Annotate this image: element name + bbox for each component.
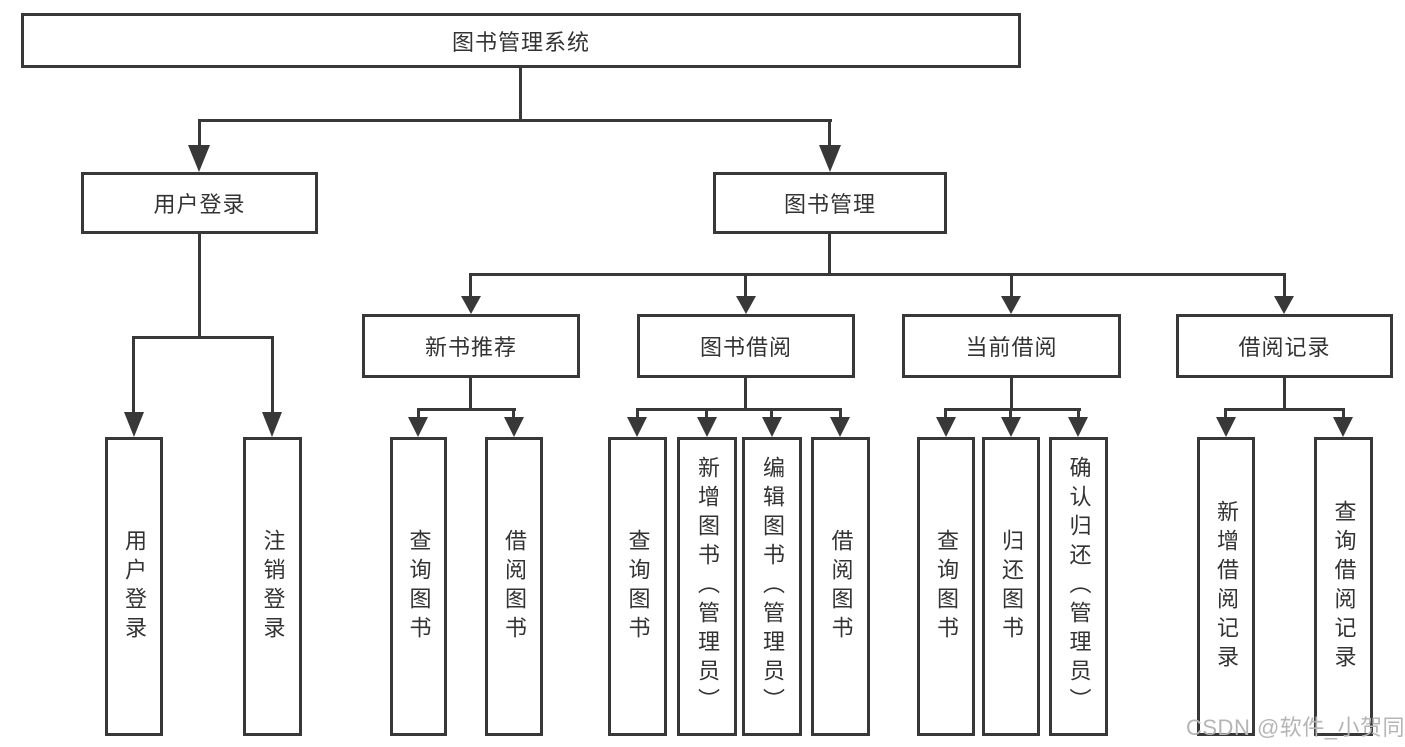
arrow-down-icon: [1001, 417, 1021, 437]
connector-line: [198, 119, 201, 146]
watermark: CSDN @软件_小贺同学: [1186, 715, 1405, 740]
connector-line: [1010, 273, 1013, 296]
arrow-down-icon: [1068, 417, 1088, 437]
connector-line: [132, 336, 135, 412]
leaf-query-books-newbook: 查询图书: [390, 437, 447, 736]
connector-line: [944, 408, 1081, 411]
connector-line: [132, 336, 274, 339]
connector-line: [1283, 273, 1286, 296]
leaf-add-borrow-record: 新增借阅记录: [1197, 437, 1255, 736]
connector-line: [1342, 408, 1345, 419]
connector-line: [744, 273, 747, 296]
arrow-down-icon: [1216, 417, 1236, 437]
connector-line: [469, 273, 472, 296]
connector-line: [198, 119, 832, 122]
connector-line: [828, 119, 831, 146]
connector-line: [636, 408, 842, 411]
connector-line: [519, 68, 522, 119]
connector-line: [839, 408, 842, 419]
node-new-book-recommendation: 新书推荐: [362, 314, 580, 378]
connector-line: [636, 408, 639, 419]
leaf-add-books-admin: 新增图书（管理员）: [677, 437, 737, 736]
connector-line: [198, 234, 201, 336]
arrow-down-icon: [504, 417, 524, 437]
connector-line: [744, 378, 747, 408]
node-borrowing-records: 借阅记录: [1176, 314, 1393, 378]
connector-line: [1010, 378, 1013, 408]
connector-line: [1077, 408, 1080, 419]
arrow-down-icon: [188, 145, 210, 172]
connector-line: [1283, 378, 1286, 408]
connector-line: [512, 408, 515, 419]
leaf-confirm-return-admin: 确认归还（管理员）: [1049, 437, 1108, 736]
arrow-down-icon: [830, 417, 850, 437]
connector-line: [705, 408, 708, 419]
leaf-query-books-borrowing: 查询图书: [608, 437, 667, 736]
leaf-borrow-books-newbook: 借阅图书: [485, 437, 543, 736]
arrow-down-icon: [819, 145, 841, 172]
connector-line: [469, 378, 472, 408]
connector-line: [417, 408, 420, 419]
leaf-query-books-current: 查询图书: [917, 437, 975, 736]
connector-line: [828, 234, 831, 273]
node-book-borrowing: 图书借阅: [637, 314, 855, 378]
arrow-down-icon: [124, 412, 144, 437]
leaf-return-books: 归还图书: [982, 437, 1040, 736]
leaf-edit-books-admin: 编辑图书（管理员）: [742, 437, 802, 736]
leaf-query-borrow-record: 查询借阅记录: [1314, 437, 1373, 736]
arrow-down-icon: [697, 417, 717, 437]
node-user-login: 用户登录: [81, 172, 318, 234]
node-current-borrowing: 当前借阅: [902, 314, 1121, 378]
arrow-down-icon: [736, 296, 756, 314]
leaf-borrow-books-borrowing: 借阅图书: [811, 437, 870, 736]
connector-line: [1224, 408, 1345, 411]
connector-line: [417, 408, 516, 411]
leaf-user-login: 用户登录: [105, 437, 163, 736]
connector-line: [271, 336, 274, 412]
leaf-logout-login: 注销登录: [243, 437, 302, 736]
arrow-down-icon: [627, 417, 647, 437]
arrow-down-icon: [762, 417, 782, 437]
arrow-down-icon: [1274, 296, 1294, 314]
arrow-down-icon: [408, 417, 428, 437]
node-library-management-system: 图书管理系统: [21, 13, 1021, 68]
connector-line: [770, 408, 773, 419]
connector-line: [944, 408, 947, 419]
connector-line: [469, 273, 1286, 276]
connector-line: [1009, 408, 1012, 419]
arrow-down-icon: [1001, 296, 1021, 314]
arrow-down-icon: [262, 412, 282, 437]
arrow-down-icon: [936, 417, 956, 437]
arrow-down-icon: [461, 296, 481, 314]
connector-line: [1224, 408, 1227, 419]
node-book-management: 图书管理: [713, 172, 947, 234]
arrow-down-icon: [1333, 417, 1353, 437]
